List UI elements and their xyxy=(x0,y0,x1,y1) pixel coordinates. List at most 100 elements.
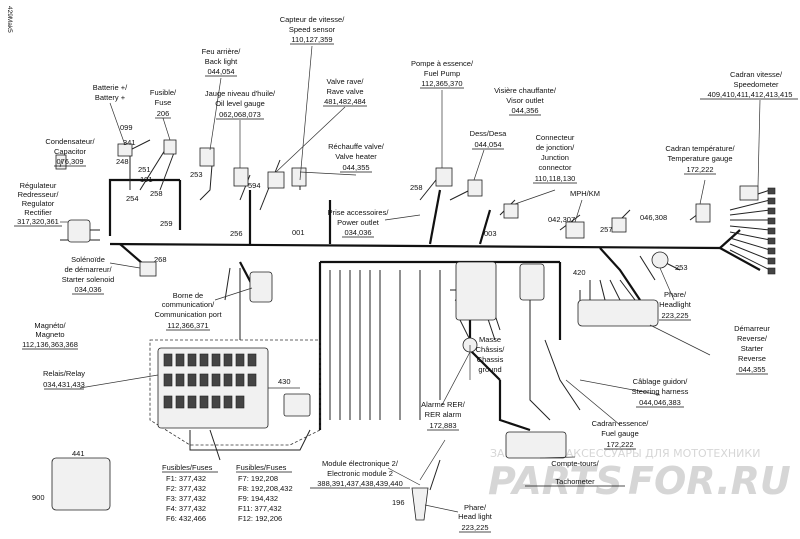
svg-text:Régulateur: Régulateur xyxy=(20,181,57,190)
fuse-panel xyxy=(149,339,321,446)
electronic-module-label: Module électronique 2/ Electronic module… xyxy=(310,459,410,489)
svg-text:Fuse: Fuse xyxy=(155,98,172,107)
oil-level-gauge-label: Jauge niveau d'huile/ Oil level gauge 06… xyxy=(205,89,276,120)
svg-text:Condensateur/: Condensateur/ xyxy=(45,137,95,146)
svg-text:Back light: Back light xyxy=(205,57,238,66)
fuel-pump-label: Pompe à essence/ Fuel Pump 112,365,370 xyxy=(411,59,474,89)
ground-label: Masse Châssis/ Chassis ground xyxy=(476,335,506,374)
regulator-label: Régulateur Redresseur/ Regulator Rectifi… xyxy=(14,181,62,227)
svg-text:044,054: 044,054 xyxy=(207,67,234,76)
svg-text:481,482,484: 481,482,484 xyxy=(324,97,366,106)
svg-text:112,136,363,368: 112,136,363,368 xyxy=(22,340,78,349)
svg-text:Chassis: Chassis xyxy=(477,355,504,364)
svg-text:Magneto: Magneto xyxy=(35,330,64,339)
svg-text:Power outlet: Power outlet xyxy=(337,218,380,227)
svg-text:044,355: 044,355 xyxy=(738,365,765,374)
svg-text:Head light: Head light xyxy=(458,512,493,521)
svg-text:Cadran vitesse/: Cadran vitesse/ xyxy=(730,70,783,79)
mph-km-label: MPH/KM xyxy=(570,189,600,198)
svg-text:044,355: 044,355 xyxy=(342,163,369,172)
svg-text:Valve rave/: Valve rave/ xyxy=(327,77,365,86)
svg-text:112,365,370: 112,365,370 xyxy=(421,79,462,88)
wire-code: 196 xyxy=(392,498,405,507)
svg-text:Regulator: Regulator xyxy=(22,199,55,208)
svg-text:Solénoïde: Solénoïde xyxy=(71,255,105,264)
fuse-entry: F9: 194,432 xyxy=(238,494,278,503)
svg-text:ground: ground xyxy=(478,365,501,374)
svg-text:388,391,437,438,439,440: 388,391,437,438,439,440 xyxy=(317,479,403,488)
rave-valve-connector xyxy=(267,171,285,189)
regulator-rectifier xyxy=(67,219,91,243)
svg-text:Oil level gauge: Oil level gauge xyxy=(215,99,265,108)
svg-text:Cadran essence/: Cadran essence/ xyxy=(592,419,650,428)
wire-code: 430 xyxy=(278,377,291,386)
svg-text:Rectifier: Rectifier xyxy=(24,208,52,217)
fuse-entry: F4: 377,432 xyxy=(166,504,206,513)
rave-valve-label: Valve rave/ Rave valve 481,482,484 xyxy=(323,77,367,107)
fuse-entry: F3: 377,432 xyxy=(166,494,206,503)
svg-text:206: 206 xyxy=(157,109,170,118)
svg-text:112,366,371: 112,366,371 xyxy=(167,321,208,330)
fuse-entry: F2: 377,432 xyxy=(166,484,206,493)
wire-code-labels: 099 341 248 251 191 254 258 253 594 259 … xyxy=(32,123,688,507)
wire-code: 258 xyxy=(410,183,423,192)
svg-text:Battery +: Battery + xyxy=(95,93,126,102)
svg-text:172,222: 172,222 xyxy=(606,440,633,449)
svg-text:034,431,433: 034,431,433 xyxy=(43,380,85,389)
svg-text:de démarreur/: de démarreur/ xyxy=(64,265,112,274)
back-light-connector xyxy=(199,147,215,167)
wire-code: 253 xyxy=(190,170,203,179)
speedometer-pins xyxy=(767,187,776,275)
wire-code: 900 xyxy=(32,493,45,502)
svg-text:Fuel gauge: Fuel gauge xyxy=(601,429,639,438)
steering-harness-label: Câblage guidon/ Steering harness 044,046… xyxy=(632,377,689,408)
fuse-entry: F8: 192,208,432 xyxy=(238,484,293,493)
ground-block xyxy=(519,263,545,301)
svg-text:Masse: Masse xyxy=(479,335,501,344)
svg-text:Fusible/: Fusible/ xyxy=(150,88,177,97)
wire-code: 254 xyxy=(126,194,139,203)
svg-text:Dess/Desa: Dess/Desa xyxy=(470,129,508,138)
wire-code: 253 xyxy=(675,263,688,272)
svg-text:Steering harness: Steering harness xyxy=(632,387,689,396)
svg-text:172,883: 172,883 xyxy=(429,421,456,430)
rer-alarm-label: Alarme RER/ RER alarm 172,883 xyxy=(421,400,466,431)
svg-text:Starter solenoid: Starter solenoid xyxy=(62,275,115,284)
back-light-label: Feu arrière/ Back light 044,054 xyxy=(202,47,241,77)
reverse-starter-label: Démarreur Reverse/ Starter Reverse 044,3… xyxy=(734,324,770,375)
wire-code: 257 xyxy=(600,225,613,234)
svg-text:044,356: 044,356 xyxy=(511,106,538,115)
relay-block xyxy=(283,393,311,417)
capacitor xyxy=(55,154,67,170)
capacitor-label: Condensateur/ Capacitor 076,309 xyxy=(45,137,96,167)
svg-text:409,410,411,412,413,415: 409,410,411,412,413,415 xyxy=(708,90,793,99)
svg-text:044,054: 044,054 xyxy=(474,140,501,149)
electronic-module-box xyxy=(51,457,111,511)
leader-lines xyxy=(59,45,761,513)
tachometer-connector xyxy=(505,431,567,459)
comm-port-connector xyxy=(249,271,273,303)
svg-text:Redresseur/: Redresseur/ xyxy=(18,190,60,199)
svg-text:Borne de: Borne de xyxy=(173,291,203,300)
fuse-slots xyxy=(163,353,257,409)
wire-code: 341 xyxy=(123,138,136,147)
svg-text:MPH/KM: MPH/KM xyxy=(570,189,600,198)
fuel-pump-connector xyxy=(435,167,453,187)
svg-text:Cadran température/: Cadran température/ xyxy=(665,144,735,153)
power-outlet-label: Prise accessoires/ Power outlet 034,036 xyxy=(328,208,389,238)
svg-text:172,222: 172,222 xyxy=(686,165,713,174)
desa-connector xyxy=(467,179,483,197)
svg-text:Reverse: Reverse xyxy=(738,354,766,363)
speed-sensor-label: Capteur de vitesse/ Speed sensor 110,127… xyxy=(280,15,345,45)
svg-text:Châssis/: Châssis/ xyxy=(476,345,506,354)
fuel-gauge-label: Cadran essence/ Fuel gauge 172,222 xyxy=(592,419,650,450)
svg-text:Rave valve: Rave valve xyxy=(326,87,363,96)
speedometer-connector xyxy=(739,185,759,201)
fuse-entry: F1: 377,432 xyxy=(166,474,206,483)
starter-solenoid-body xyxy=(139,261,157,277)
svg-text:de jonction/: de jonction/ xyxy=(536,143,575,152)
fuse-entry: F12: 192,206 xyxy=(238,514,282,523)
temperature-gauge-label: Cadran température/ Temperature gauge 17… xyxy=(665,144,736,175)
fuses-header-left: Fusibles/Fuses xyxy=(162,463,213,472)
